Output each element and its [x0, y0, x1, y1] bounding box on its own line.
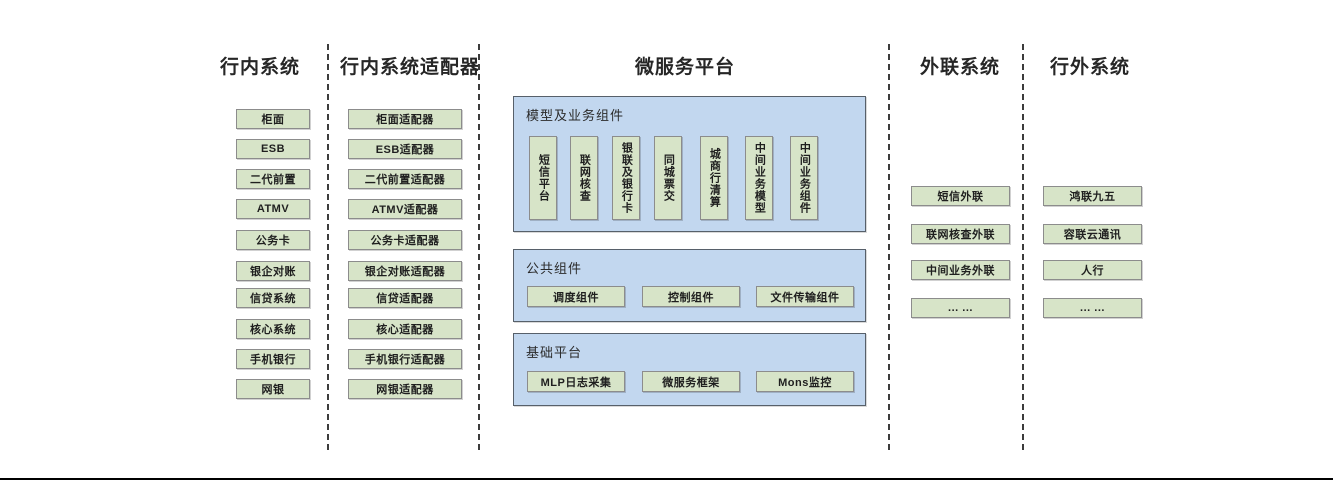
list-item[interactable]: 网银适配器	[348, 379, 462, 399]
list-item[interactable]: 中间业务组件	[790, 136, 818, 220]
list-item[interactable]: 公务卡	[236, 230, 310, 250]
list-item[interactable]: 网银	[236, 379, 310, 399]
list-item[interactable]: 手机银行适配器	[348, 349, 462, 369]
list-item[interactable]: MLP日志采集	[527, 371, 625, 392]
list-item[interactable]: 城商行清算	[700, 136, 728, 220]
list-item[interactable]: 柜面	[236, 109, 310, 129]
separator-inbank-adapter	[327, 44, 329, 450]
panel-base-platform: 基础平台	[513, 333, 866, 406]
list-item[interactable]: 二代前置适配器	[348, 169, 462, 189]
list-item[interactable]: 容联云通讯	[1043, 224, 1142, 244]
list-item[interactable]: 人行	[1043, 260, 1142, 280]
list-item[interactable]: 短信外联	[911, 186, 1010, 206]
list-item[interactable]: ATMV	[236, 199, 310, 219]
list-item[interactable]: 手机银行	[236, 349, 310, 369]
separator-platform-external	[888, 44, 890, 450]
list-item[interactable]: 银企对账	[236, 261, 310, 281]
panel-title: 模型及业务组件	[526, 108, 625, 123]
list-item[interactable]: 二代前置	[236, 169, 310, 189]
list-item[interactable]: 银联及银行卡	[612, 136, 640, 220]
list-item[interactable]: ATMV适配器	[348, 199, 462, 219]
panel-title: 基础平台	[526, 345, 583, 360]
list-item[interactable]: 控制组件	[642, 286, 740, 307]
separator-external-outbank	[1022, 44, 1024, 450]
column-title-inbank-adapter: 行内系统适配器	[340, 57, 481, 78]
column-title-inbank: 行内系统	[219, 57, 300, 78]
list-item[interactable]: 中间业务外联	[911, 260, 1010, 280]
column-title-external-link: 外联系统	[919, 57, 1000, 78]
list-item[interactable]: 同城票交	[654, 136, 682, 220]
list-item[interactable]: ... ...	[1043, 298, 1142, 318]
list-item[interactable]: 鸿联九五	[1043, 186, 1142, 206]
list-item[interactable]: 柜面适配器	[348, 109, 462, 129]
list-item[interactable]: 微服务框架	[642, 371, 740, 392]
list-item[interactable]: Mons监控	[756, 371, 854, 392]
column-title-outbank: 行外系统	[1049, 57, 1130, 78]
panel-public-components: 公共组件	[513, 249, 866, 322]
column-title-microservice-platform: 微服务平台	[634, 57, 735, 78]
panel-title: 公共组件	[526, 261, 583, 276]
list-item[interactable]: 短信平台	[529, 136, 557, 220]
list-item[interactable]: 核心适配器	[348, 319, 462, 339]
list-item[interactable]: 信贷系统	[236, 288, 310, 308]
list-item[interactable]: 核心系统	[236, 319, 310, 339]
list-item[interactable]: 公务卡适配器	[348, 230, 462, 250]
list-item[interactable]: 信贷适配器	[348, 288, 462, 308]
list-item[interactable]: 文件传输组件	[756, 286, 854, 307]
list-item[interactable]: ESB	[236, 139, 310, 159]
list-item[interactable]: 中间业务模型	[745, 136, 773, 220]
list-item[interactable]: ... ...	[911, 298, 1010, 318]
list-item[interactable]: ESB适配器	[348, 139, 462, 159]
list-item[interactable]: 银企对账适配器	[348, 261, 462, 281]
bottom-divider	[0, 478, 1333, 480]
list-item[interactable]: 联网核查	[570, 136, 598, 220]
list-item[interactable]: 调度组件	[527, 286, 625, 307]
list-item[interactable]: 联网核查外联	[911, 224, 1010, 244]
separator-adapter-platform	[478, 44, 480, 450]
